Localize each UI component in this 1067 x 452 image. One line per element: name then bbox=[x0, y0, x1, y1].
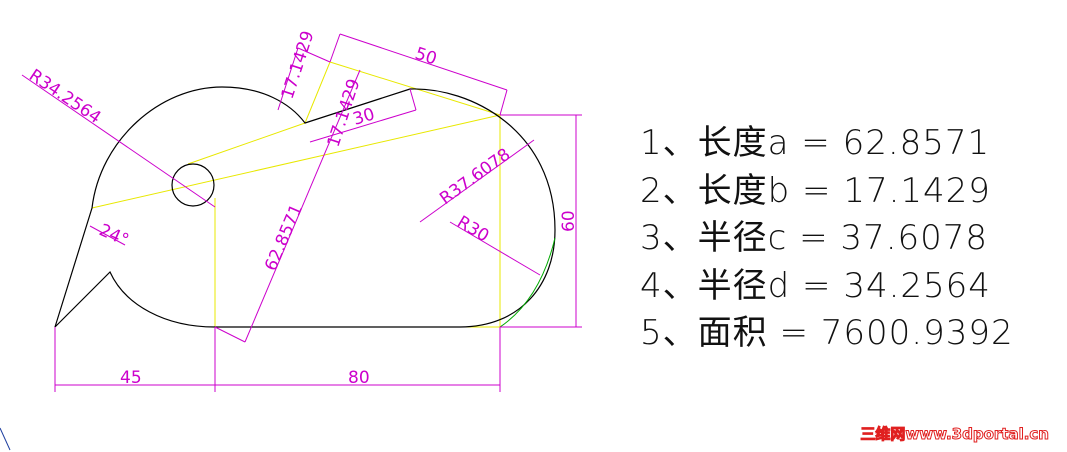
result-1: 1、长度a = 62.8571 bbox=[640, 123, 991, 163]
dim-45: 45 bbox=[120, 368, 142, 388]
watermark: 三维网www.3dportal.cn bbox=[860, 425, 1050, 444]
dim-r37: R37.6078 bbox=[436, 145, 514, 209]
dimension-lines bbox=[21, 33, 582, 392]
result-4: 4、半径d = 34.2564 bbox=[640, 266, 991, 306]
small-circle bbox=[171, 163, 215, 207]
dim-r30: R30 bbox=[453, 212, 492, 246]
tangent-arc bbox=[499, 237, 556, 328]
result-5: 5、面积 = 7600.9392 bbox=[640, 313, 1014, 353]
result-3: 3、半径c = 37.6078 bbox=[640, 218, 989, 258]
dim-angle: 24° bbox=[96, 220, 132, 251]
dimension-labels: 45 80 60 R34.2564 R37.6078 R30 50 62.857… bbox=[25, 28, 579, 388]
dim-80: 80 bbox=[348, 368, 370, 388]
edge-mark bbox=[0, 427, 11, 451]
dim-62: 62.8571 bbox=[261, 201, 307, 274]
result-2: 2、长度b = 17.1429 bbox=[640, 171, 991, 211]
part-outline bbox=[54, 86, 556, 328]
dim-r34: R34.2564 bbox=[25, 66, 104, 129]
dim-17-top: 17.1429 bbox=[278, 28, 319, 101]
dim-60: 60 bbox=[559, 210, 579, 232]
